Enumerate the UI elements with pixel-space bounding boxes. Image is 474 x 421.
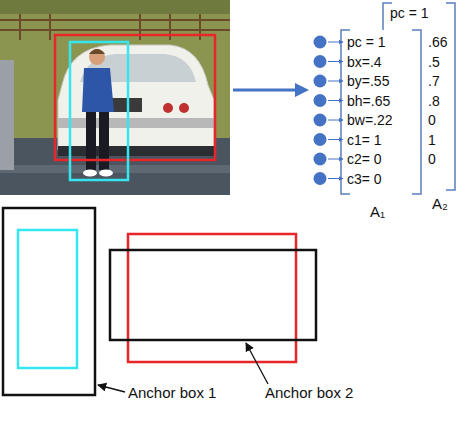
photo-side-car — [0, 60, 14, 170]
person-bounding-box — [70, 42, 128, 180]
vector-entry: c1= 1 — [347, 131, 382, 149]
car-box-shape — [128, 234, 296, 362]
vector-entry: pc = 1 — [390, 4, 429, 22]
leader-arrow — [98, 385, 125, 392]
flow-arrow — [233, 89, 296, 92]
photo-boy-sweater — [82, 68, 114, 112]
photo-driveway — [0, 138, 230, 195]
photo-boy-leg — [86, 112, 96, 170]
vector-entry: .5 — [428, 53, 440, 71]
car-bounding-box — [55, 35, 215, 160]
vector-entry: by=.55 — [347, 72, 389, 90]
anchor-box-label: Anchor box 2 — [265, 384, 353, 402]
person-box-shape — [18, 230, 77, 368]
photo — [0, 0, 230, 195]
vector-bracket — [341, 30, 421, 194]
output-units — [314, 36, 327, 186]
photo-boy-shoe — [99, 170, 113, 177]
photo-car-bumper — [58, 118, 214, 128]
photo-boy-hair — [89, 49, 105, 54]
anchor-box-shape — [110, 250, 316, 340]
vector-entry: 1 — [428, 131, 436, 149]
photo-boy-head — [89, 49, 105, 65]
vector-entry: .7 — [428, 72, 440, 90]
leader-arrow — [246, 343, 268, 384]
vector-entry: bh=.65 — [347, 92, 390, 110]
photo-field-far — [0, 0, 230, 14]
unit-pointers — [328, 42, 343, 179]
photo-boy-leg — [99, 112, 109, 170]
photo-taillight — [179, 103, 189, 113]
vector-entry: pc = 1 — [347, 33, 386, 51]
photo-car — [58, 45, 214, 150]
vector-entry: c2= 0 — [347, 150, 382, 168]
anchor-box-shape — [3, 208, 95, 395]
vector-entry: .8 — [428, 92, 440, 110]
photo-boy-shoe — [83, 170, 97, 177]
vector-backdrop — [341, 30, 421, 194]
vector-name: A₂ — [432, 195, 448, 213]
vector-name: A₁ — [370, 203, 385, 221]
photo-car-shadow — [58, 146, 214, 156]
vector-entry: c3= 0 — [347, 170, 382, 188]
photo-taillight — [163, 103, 173, 113]
anchor-box-label: Anchor box 1 — [128, 384, 216, 402]
vector-entry: 0 — [428, 111, 436, 129]
photo-field — [0, 0, 230, 195]
vector-entry: 0 — [428, 150, 436, 168]
flow-arrow-head — [295, 83, 309, 97]
photo-reflection — [0, 165, 230, 173]
vector-entry: bx=.4 — [347, 53, 382, 71]
vector-entry: bw=.22 — [347, 111, 393, 129]
vector-entry: .66 — [428, 33, 447, 51]
